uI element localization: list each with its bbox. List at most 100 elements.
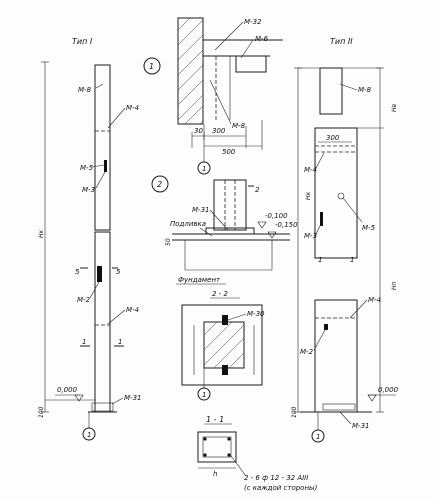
- label-m3-right: М-3: [304, 232, 317, 240]
- plate-m5-left: [104, 160, 107, 172]
- type-1-title: Тип I: [72, 37, 93, 46]
- wall-hatch: [177, 17, 204, 125]
- detail-1-bubble: [143, 57, 161, 75]
- detail-2: 2 2 М-31 Подливка -0,100 -0,150 50 Фунда…: [151, 175, 298, 401]
- section-2-2-outline: [181, 304, 263, 386]
- dim-base-left: 100: [38, 406, 45, 418]
- label-sec5a: 5: [75, 268, 80, 276]
- beam-bracket: [235, 55, 267, 73]
- label-section-2-2: 2 - 2: [212, 290, 228, 298]
- leader-podlivka: [199, 227, 213, 237]
- label-m3-left: М-3: [82, 186, 95, 194]
- label-m2-left: М-2: [77, 296, 91, 304]
- label-m5-left: М-5: [80, 164, 94, 172]
- label-m4-top-right: М-4: [304, 166, 317, 174]
- section-1-1-title: 1 - 1: [206, 415, 224, 424]
- hole-m5-right: [337, 192, 345, 200]
- rebar-note-line2: (с каждой стороны): [244, 484, 318, 492]
- label-sec5b: 5: [116, 268, 121, 276]
- label-m4-bottom-left: М-4: [126, 306, 139, 314]
- axis-bubble-detail1: [197, 161, 211, 175]
- label-m30: М-30: [247, 310, 265, 318]
- label-m8-right: М-8: [358, 86, 372, 94]
- label-one-b-right: 1: [350, 256, 354, 264]
- rebar-1: [203, 437, 207, 441]
- axis-bubble-detail2: [197, 387, 211, 401]
- detail2-column: [213, 179, 247, 231]
- leader-m3-right: [315, 223, 322, 235]
- axis-bubble-left: [82, 427, 96, 441]
- detail-2-bubble: [151, 175, 169, 193]
- dim-500: 500: [222, 148, 236, 156]
- section-1-1-inner: [202, 436, 232, 458]
- dim-300-detail1: 300: [212, 127, 226, 135]
- leader-m31-left: [111, 397, 124, 405]
- column-2-top: [319, 67, 343, 115]
- plate-m3-right: [320, 212, 323, 226]
- dim-hv: Нв: [391, 103, 398, 112]
- label-m31-left: М-31: [124, 394, 141, 402]
- leader-m30: [227, 313, 247, 321]
- detail-1-number: 1: [149, 62, 154, 71]
- section-2-2-hatch: [203, 321, 245, 369]
- column-type-1: Тип I Нк 100 0,000 М-8 М-4 М-5 М-3 5 5: [38, 37, 141, 441]
- leader-m4-top-right: [315, 152, 325, 169]
- dim-hk-left: Нк: [38, 229, 45, 238]
- leader-m31-detail2: [209, 209, 229, 231]
- plate-m30-top: [222, 315, 228, 325]
- axis-label-left: 1: [87, 431, 91, 439]
- plate-m30-bottom: [222, 365, 228, 375]
- axis-label-detail1: 1: [202, 165, 206, 173]
- label-m31-detail2: М-31: [192, 206, 209, 214]
- column-type-2: Тип II Нв Нк Нп 100 М-8 300 М-4: [291, 37, 399, 443]
- label-m4-bottom-right: М-4: [368, 296, 381, 304]
- rebar-3: [203, 453, 207, 457]
- level-triangle-left: [74, 394, 84, 402]
- leader-m31-right: [339, 411, 352, 425]
- base-plate: [205, 227, 255, 235]
- axis-bubble-right: [311, 429, 325, 443]
- leader-rebar-note: [230, 455, 247, 477]
- label-m32: М-32: [244, 18, 262, 26]
- plate-m31-left: [91, 402, 114, 412]
- column-1-upper: [94, 64, 111, 231]
- label-podlivka: Подливка: [170, 220, 206, 228]
- plate-m2-left: [97, 266, 102, 282]
- label-m4-top-left: М-4: [126, 104, 139, 112]
- axis-label-detail2: 1: [202, 391, 206, 399]
- level-minus100: -0,100: [265, 212, 288, 220]
- axis-label-right: 1: [316, 433, 320, 441]
- leader-m2-right: [313, 329, 326, 351]
- type-2-title: Тип II: [330, 37, 353, 46]
- leader-m32: [214, 21, 244, 51]
- section-1-1-outer: [197, 431, 237, 463]
- level-minus150: -0,150: [275, 221, 298, 229]
- label-fundament: Фундамент: [178, 276, 221, 284]
- column-1-lower: [94, 231, 111, 413]
- label-one-a-right: 1: [318, 256, 322, 264]
- label-m31-right: М-31: [352, 422, 369, 430]
- rebar-2: [227, 437, 231, 441]
- label-m8-left: М-8: [78, 86, 92, 94]
- leader-m8-right: [339, 83, 358, 91]
- dim-h: h: [213, 470, 217, 478]
- leader-m4-top-left: [107, 107, 126, 129]
- leader-m8-left: [95, 83, 104, 89]
- label-one-b-left: 1: [118, 338, 122, 346]
- leader-m8-detail1: [209, 79, 232, 125]
- label-m5-right: М-5: [362, 224, 376, 232]
- level-triangle-right: [367, 394, 377, 402]
- plate-m2-right: [324, 324, 328, 330]
- plate-m31-right: [322, 403, 356, 411]
- rebar-4: [227, 453, 231, 457]
- label-one-a-left: 1: [82, 338, 86, 346]
- leader-m4-bottom-left: [107, 309, 126, 325]
- column-2-lower: [314, 299, 358, 413]
- level-0000-left: 0,000: [57, 386, 78, 394]
- dim-50: 50: [165, 238, 172, 246]
- leader-m5-left: [91, 164, 105, 168]
- detail-1: 1 М-32 М-6 М-8 30 300: [143, 17, 283, 175]
- dim-300-right: 300: [326, 134, 340, 142]
- label-two-detail2: 2: [255, 186, 260, 194]
